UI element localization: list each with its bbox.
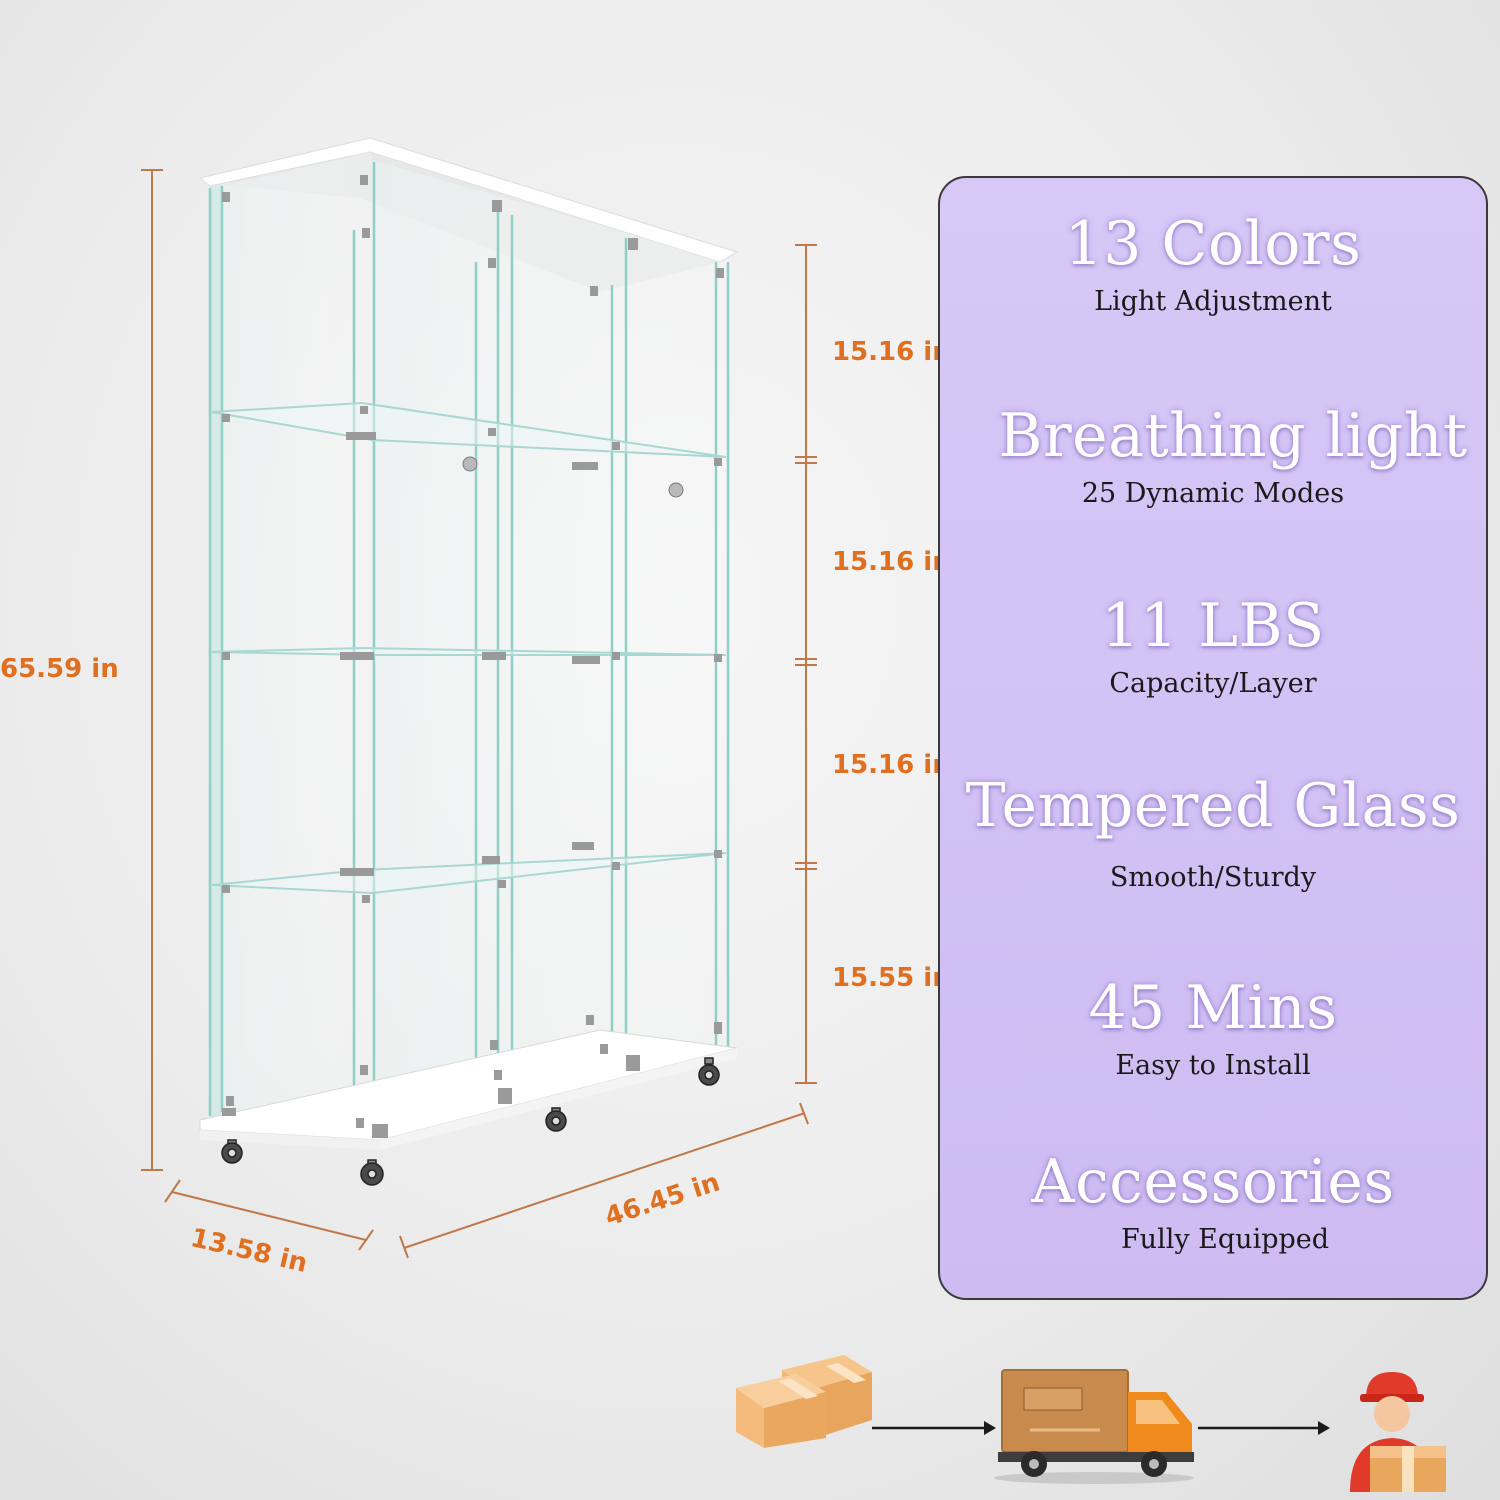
shelf-height-label-2: 15.16 in: [832, 547, 951, 577]
feature-subtitle: 25 Dynamic Modes: [1081, 478, 1345, 509]
feature-title: 11 LBS: [1101, 591, 1325, 661]
feature-subtitle: Easy to Install: [1115, 1050, 1311, 1081]
height-dimension-line: [141, 169, 163, 1171]
width-dimension-line: [399, 1102, 809, 1259]
feature-title: Breathing light: [998, 401, 1468, 471]
feature-tempered-glass: Tempered Glass Smooth/Sturdy: [940, 776, 1486, 891]
depth-dimension-line: [164, 1179, 374, 1251]
feature-subtitle: Smooth/Sturdy: [1109, 862, 1317, 893]
arrow-icon: [872, 1421, 996, 1435]
glass-shelf-3: [211, 852, 727, 895]
door-knob: [462, 456, 478, 472]
feature-breathing-light: Breathing light 25 Dynamic Modes: [940, 406, 1486, 507]
feature-subtitle: Capacity/Layer: [1109, 668, 1317, 699]
features-panel: 13 Colors Light Adjustment Breathing lig…: [938, 176, 1488, 1300]
door-knob: [668, 482, 684, 498]
shelf-height-label-1: 15.16 in: [832, 337, 951, 367]
feature-install-time: 45 Mins Easy to Install: [940, 978, 1486, 1079]
package-boxes-icon: [736, 1355, 872, 1448]
glass-shelf-1: [211, 401, 727, 458]
feature-title: Tempered Glass: [965, 771, 1461, 841]
delivery-truck-icon: [994, 1369, 1194, 1484]
courier-person-icon: [1350, 1372, 1446, 1492]
feature-accessories: Accessories Fully Equipped: [940, 1152, 1486, 1253]
shelf-dimension-lines: [795, 244, 817, 1084]
shelf-height-label-4: 15.55 in: [832, 963, 951, 993]
feature-colors: 13 Colors Light Adjustment: [940, 214, 1486, 315]
arrow-icon: [1198, 1421, 1330, 1435]
shelf-height-label-3: 15.16 in: [832, 750, 951, 780]
feature-subtitle: Fully Equipped: [1120, 1224, 1330, 1255]
feature-title: 13 Colors: [1064, 209, 1362, 279]
feature-capacity: 11 LBS Capacity/Layer: [940, 596, 1486, 697]
feature-subtitle: Light Adjustment: [1094, 286, 1332, 317]
feature-title: Accessories: [1031, 1147, 1395, 1217]
feature-title: 45 Mins: [1088, 973, 1338, 1043]
caster-wheels: [221, 1057, 720, 1186]
height-label: 65.59 in: [0, 654, 119, 684]
